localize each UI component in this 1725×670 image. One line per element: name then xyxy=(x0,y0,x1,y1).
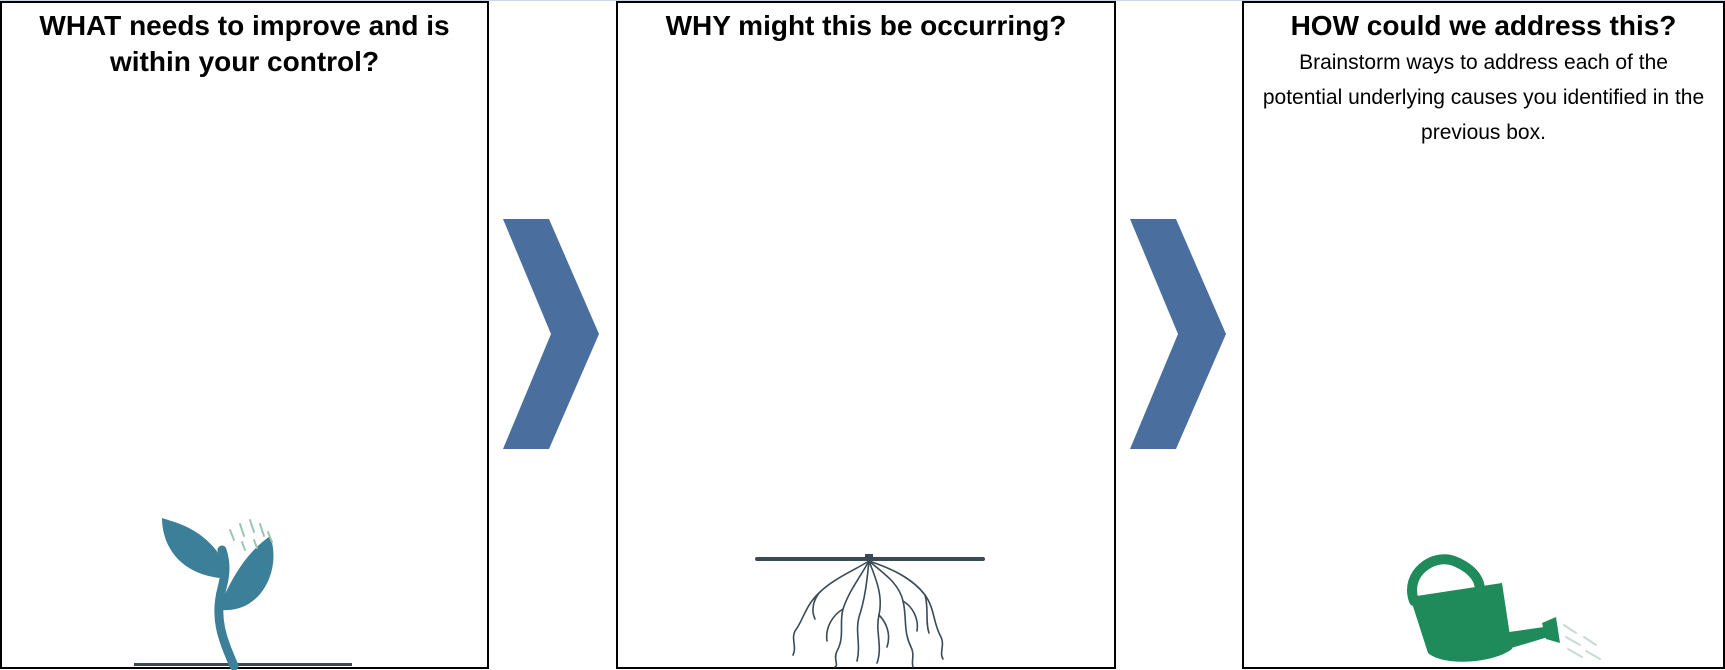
chevron-right-icon xyxy=(1130,219,1226,449)
top-divider xyxy=(0,0,1725,1)
roots-icon xyxy=(755,554,985,668)
what-heading: WHAT needs to improve and is within your… xyxy=(39,10,450,77)
how-instructions: Brainstorm ways to address each of the p… xyxy=(1262,51,1705,144)
sprout-icon xyxy=(134,518,352,670)
what-box[interactable]: WHAT needs to improve and is within your… xyxy=(0,1,489,670)
why-box[interactable]: WHY might this be occurring? xyxy=(616,1,1116,669)
how-box[interactable]: HOW could we address this? Brainstorm wa… xyxy=(1242,1,1725,669)
chevron-right-icon xyxy=(503,219,599,449)
watering-can-icon xyxy=(1407,554,1601,662)
how-heading: HOW could we address this? xyxy=(1290,10,1677,41)
why-heading: WHY might this be occurring? xyxy=(665,10,1067,41)
